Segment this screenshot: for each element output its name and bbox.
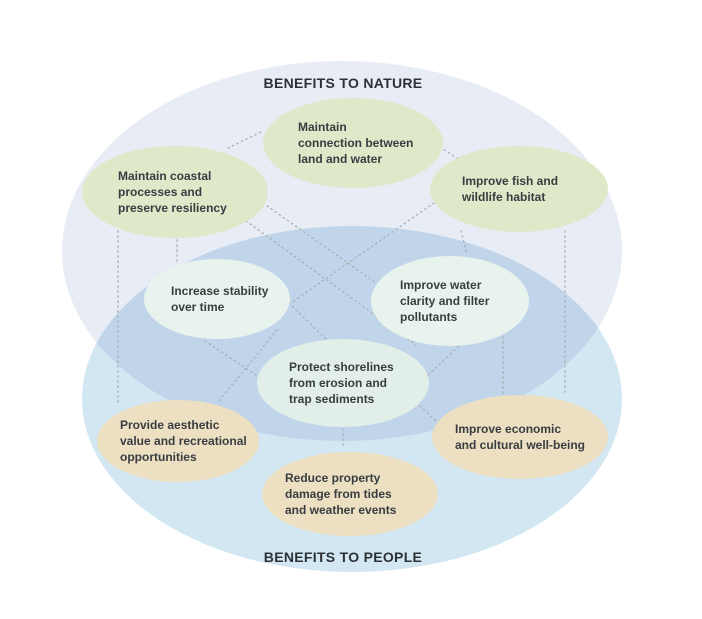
benefits-to-nature-heading: BENEFITS TO NATURE xyxy=(263,75,423,91)
bubble-increase-stability-label: Increase stability over time xyxy=(171,284,269,314)
bubble-protect-shorelines: Protect shorelines from erosion and trap… xyxy=(257,339,429,427)
benefits-to-people-heading: BENEFITS TO PEOPLE xyxy=(263,549,423,565)
bubble-provide-aesthetic: Provide aesthetic value and recreational… xyxy=(97,400,259,482)
bubble-reduce-property-label: Reduce property damage from tides and we… xyxy=(285,471,397,517)
bubble-provide-aesthetic-label: Provide aesthetic value and recreational… xyxy=(120,418,247,464)
bubble-improve-fish: Improve fish and wildlife habitat xyxy=(430,146,608,232)
bubble-maintain-connection-label: Maintain connection between land and wat… xyxy=(298,120,414,166)
connector-line xyxy=(288,302,332,345)
connector-line xyxy=(460,230,468,255)
bubble-maintain-coastal: Maintain coastal processes and preserve … xyxy=(82,146,268,238)
bubble-maintain-coastal-label: Maintain coastal processes and preserve … xyxy=(118,169,227,215)
bubble-increase-stability: Increase stability over time xyxy=(144,259,290,339)
bubble-reduce-property: Reduce property damage from tides and we… xyxy=(262,452,438,536)
connector-line xyxy=(204,340,257,376)
bubble-improve-water-clarity-label: Improve water clarity and filter polluta… xyxy=(400,278,490,324)
connector-line xyxy=(427,342,463,376)
bubble-improve-water-clarity: Improve water clarity and filter polluta… xyxy=(371,256,529,346)
bubble-improve-economic-label: Improve economic and cultural well-being xyxy=(455,422,586,452)
connector-line xyxy=(227,131,262,149)
connector-line xyxy=(218,329,278,402)
bubble-improve-fish-label: Improve fish and wildlife habitat xyxy=(462,174,559,204)
connector-line xyxy=(290,202,435,304)
bubble-improve-economic: Improve economic and cultural well-being xyxy=(432,395,608,479)
connector-line xyxy=(262,202,377,284)
bubble-protect-shorelines-label: Protect shorelines from erosion and trap… xyxy=(289,360,394,406)
bubble-maintain-connection: Maintain connection between land and wat… xyxy=(263,98,443,188)
